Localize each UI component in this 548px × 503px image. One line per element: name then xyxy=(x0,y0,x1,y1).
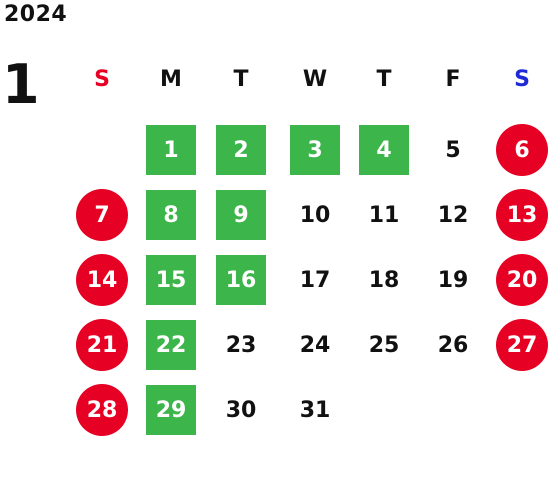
day-cell-8: 8 xyxy=(146,190,196,240)
day-cell-10: 10 xyxy=(299,202,331,228)
day-cell-4: 4 xyxy=(359,125,409,175)
day-cell-12: 12 xyxy=(437,202,469,228)
day-cell-30: 30 xyxy=(225,397,257,423)
day-cell-18: 18 xyxy=(368,267,400,293)
day-cell-9: 9 xyxy=(216,190,266,240)
day-cell-20: 20 xyxy=(496,254,548,306)
year-label: 2024 xyxy=(4,2,68,27)
weekday-header-thursday: T xyxy=(376,67,392,92)
day-cell-19: 19 xyxy=(437,267,469,293)
day-cell-13: 13 xyxy=(496,189,548,241)
day-cell-24: 24 xyxy=(299,332,331,358)
day-cell-23: 23 xyxy=(225,332,257,358)
day-cell-5: 5 xyxy=(445,137,461,163)
day-cell-29: 29 xyxy=(146,385,196,435)
month-number: 1 xyxy=(2,53,40,116)
day-cell-14: 14 xyxy=(76,254,128,306)
day-cell-15: 15 xyxy=(146,255,196,305)
day-cell-31: 31 xyxy=(299,397,331,423)
day-cell-11: 11 xyxy=(368,202,400,228)
day-cell-22: 22 xyxy=(146,320,196,370)
weekday-header-monday: M xyxy=(160,67,182,92)
weekday-header-saturday: S xyxy=(514,67,530,92)
weekday-header-wednesday: W xyxy=(302,67,328,92)
day-cell-26: 26 xyxy=(437,332,469,358)
day-cell-27: 27 xyxy=(496,319,548,371)
day-cell-3: 3 xyxy=(290,125,340,175)
day-cell-17: 17 xyxy=(299,267,331,293)
day-cell-16: 16 xyxy=(216,255,266,305)
day-cell-25: 25 xyxy=(368,332,400,358)
weekday-header-sunday: S xyxy=(94,67,110,92)
weekday-header-friday: F xyxy=(445,67,461,92)
day-cell-6: 6 xyxy=(496,124,548,176)
day-cell-28: 28 xyxy=(76,384,128,436)
day-cell-2: 2 xyxy=(216,125,266,175)
day-cell-1: 1 xyxy=(146,125,196,175)
day-cell-7: 7 xyxy=(76,189,128,241)
day-cell-21: 21 xyxy=(76,319,128,371)
weekday-header-tuesday: T xyxy=(233,67,249,92)
